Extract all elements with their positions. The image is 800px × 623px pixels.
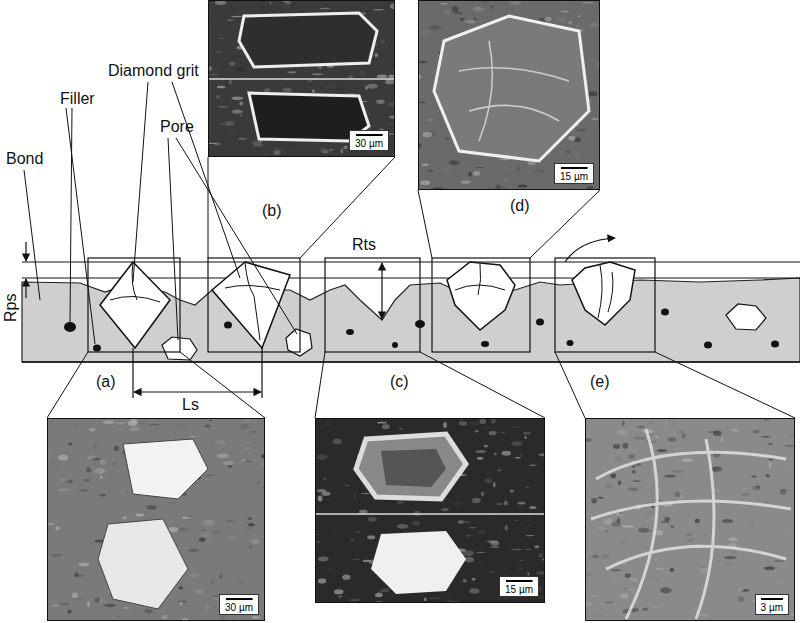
scale-bar: 30 µm: [349, 130, 389, 151]
micrograph-panel: 15 µm: [418, 0, 600, 190]
micrograph-panel: 15 µm: [315, 418, 545, 603]
micrograph-image: [419, 1, 600, 190]
inspection-frames: [88, 258, 655, 352]
micrograph-panel: 30 µm: [208, 0, 395, 157]
part-label: (d): [510, 197, 530, 215]
part-label: (e): [590, 373, 610, 391]
pore: [726, 304, 766, 330]
micrograph-image: [586, 419, 795, 621]
projection-lines: [47, 157, 795, 418]
reference-line: [22, 262, 800, 263]
scale-bar: 30 µm: [219, 594, 259, 615]
scale-bar: 15 µm: [499, 576, 539, 597]
wheel-base-line: [22, 361, 800, 363]
part-label: Diamond grit: [108, 62, 199, 80]
scale-bar: 15 µm: [554, 163, 594, 184]
part-label: Pore: [160, 118, 194, 136]
micrograph-panel: 30 µm: [47, 418, 265, 621]
part-label: Rts: [352, 236, 376, 254]
scale-bar: 3 µm: [755, 594, 789, 615]
micrograph-panel: 3 µm: [585, 418, 795, 621]
part-label: Filler: [60, 90, 95, 108]
filler-particles: [64, 309, 779, 352]
micrograph-image: [48, 419, 265, 621]
part-label: Rps: [2, 294, 20, 322]
part-label: (a): [96, 373, 116, 391]
part-label: (b): [262, 202, 282, 220]
dimension-arrows: [26, 238, 615, 398]
part-label: Ls: [182, 396, 199, 414]
part-label: (c): [390, 373, 409, 391]
part-label: Bond: [6, 150, 43, 168]
